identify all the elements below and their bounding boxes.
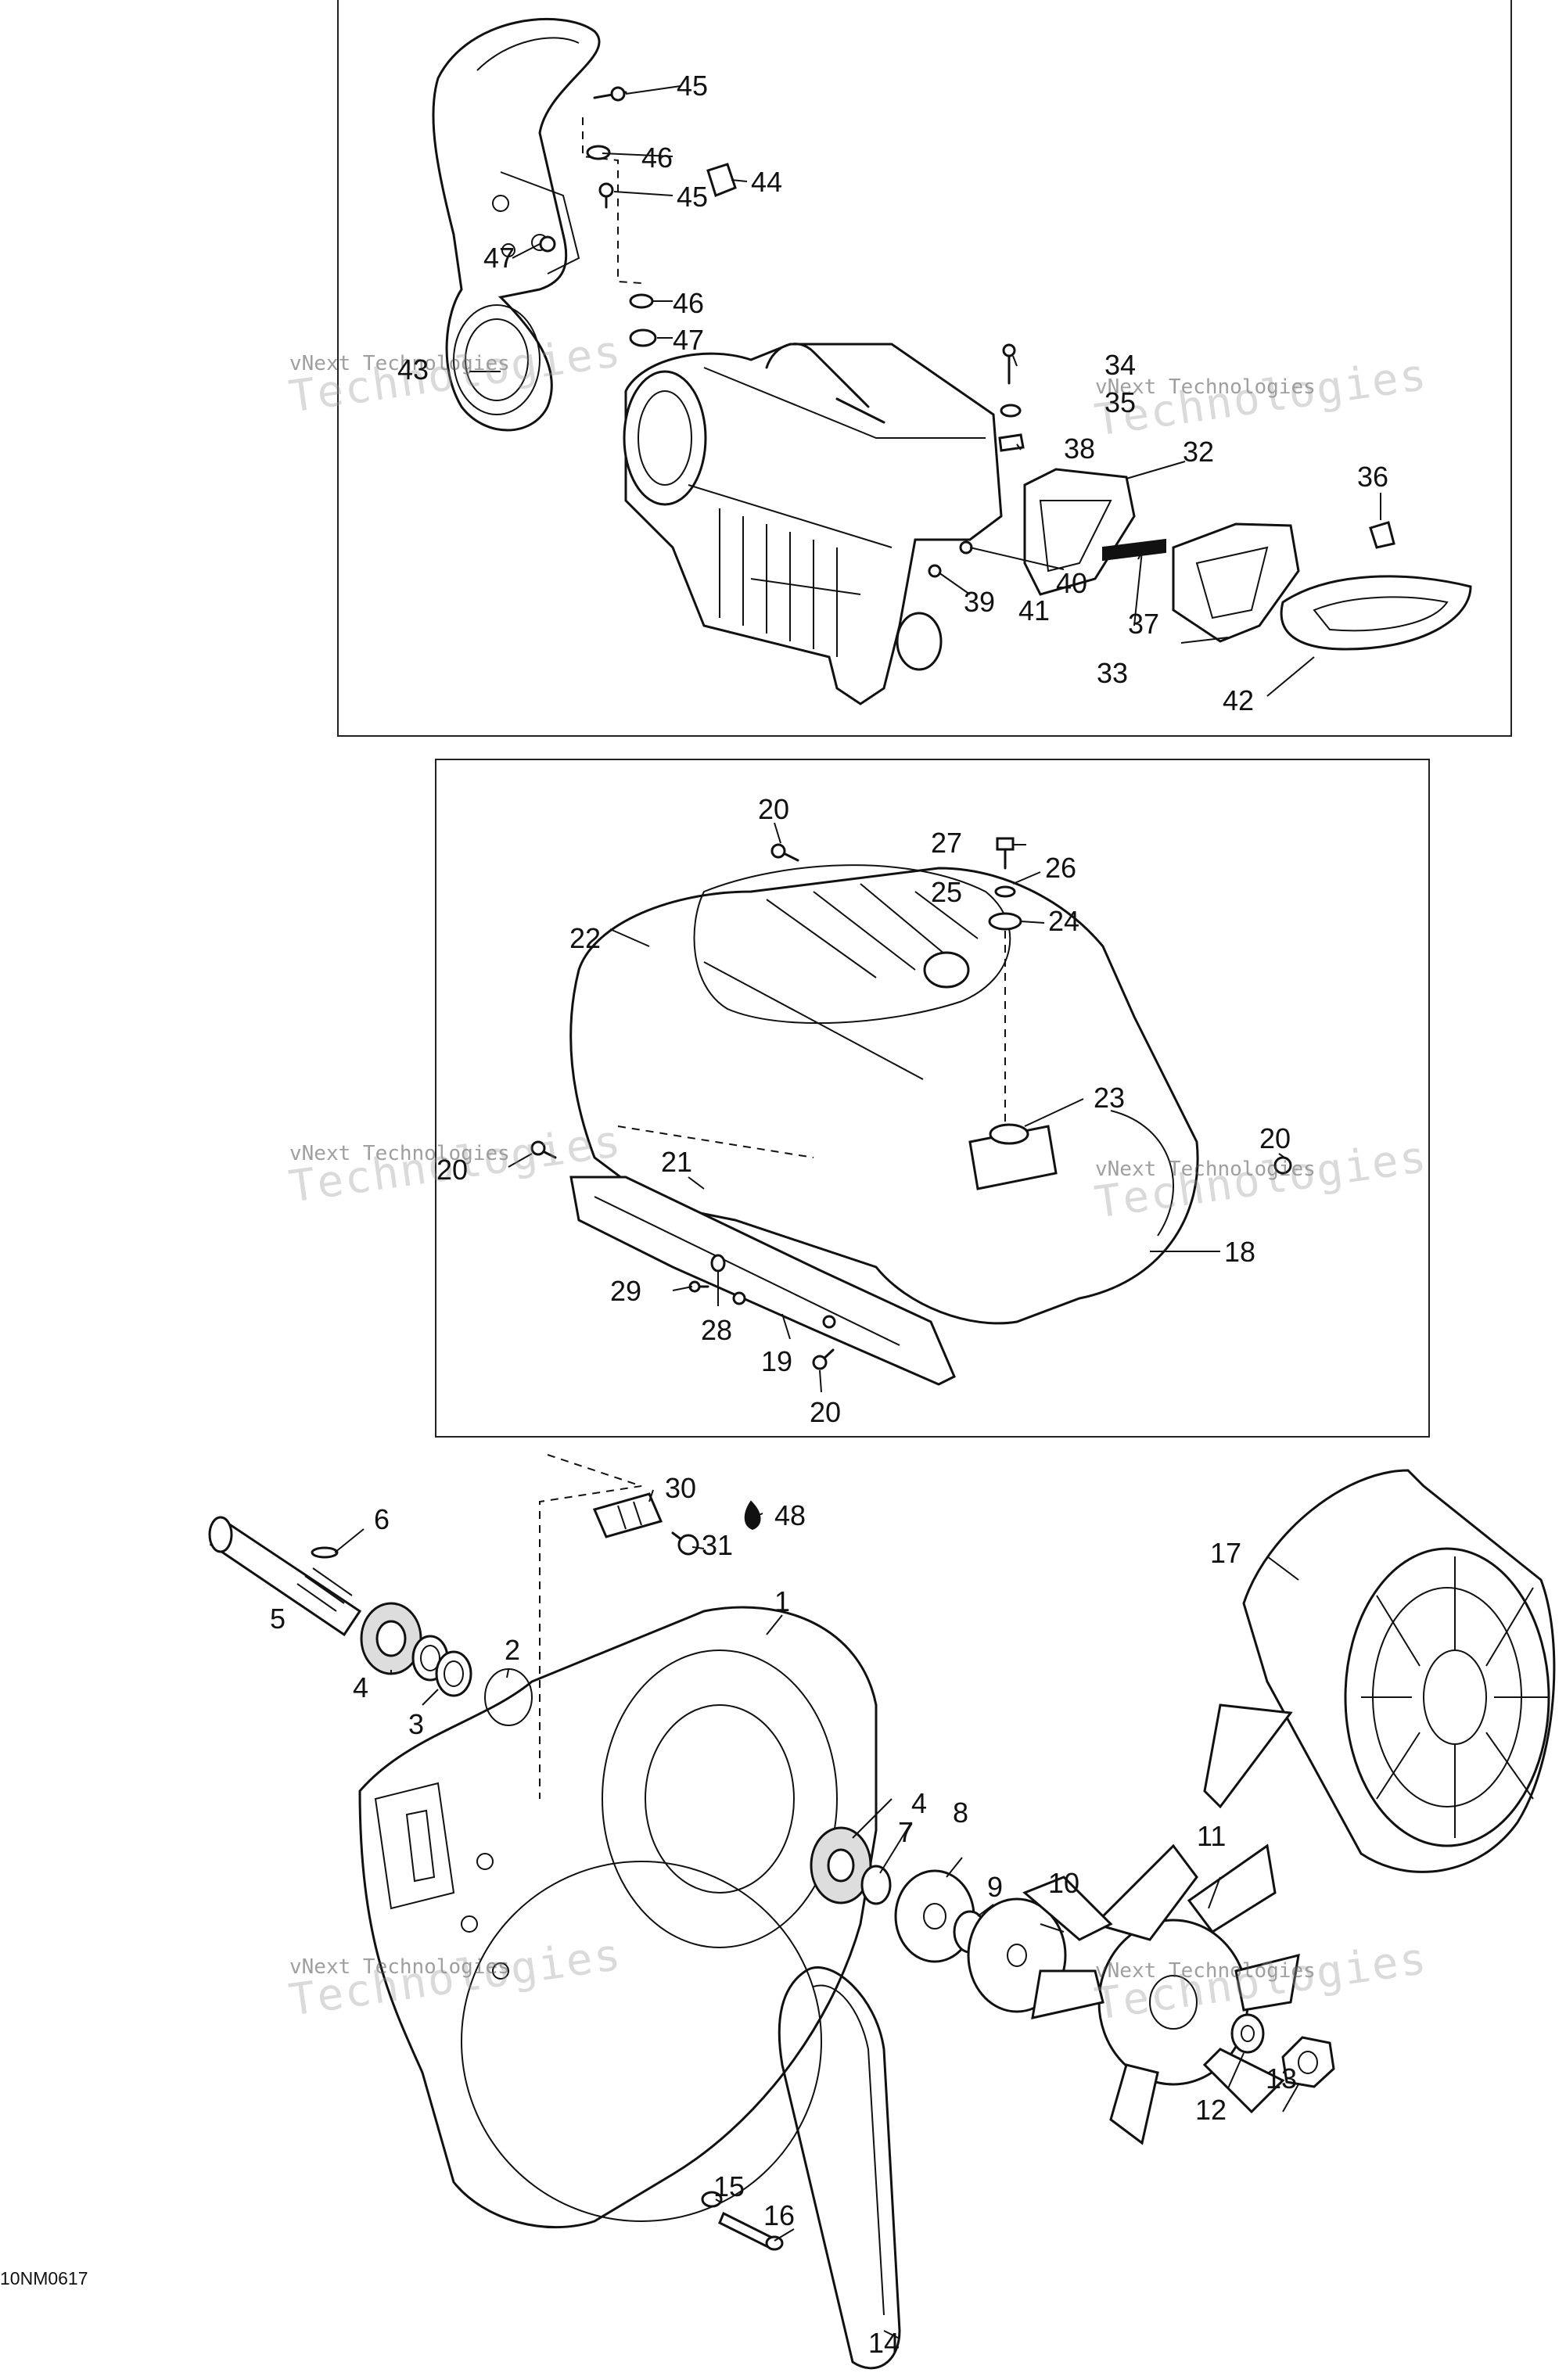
callout-20: 20 — [758, 793, 790, 825]
top-clip-hardware — [592, 1492, 761, 1556]
callout-8: 8 — [953, 1797, 969, 1829]
engine-assembly-frame — [337, 0, 1512, 737]
callout-25: 25 — [931, 876, 963, 908]
callout-10: 10 — [1048, 1867, 1080, 1899]
leader-lines — [334, 85, 1381, 2339]
callout-47: 47 — [673, 324, 705, 356]
callout-29: 29 — [610, 1275, 642, 1307]
fan-housing — [358, 1454, 878, 2229]
belt-guard-bracket — [432, 18, 601, 432]
callout-44: 44 — [751, 166, 783, 198]
callout-4: 4 — [911, 1787, 928, 1819]
callout-9: 9 — [987, 1871, 1004, 1903]
callout-38: 38 — [1064, 433, 1096, 465]
cover-hardware — [530, 837, 1292, 1370]
callout-21: 21 — [661, 1146, 693, 1178]
engine-cover — [569, 864, 1199, 1325]
callout-17: 17 — [1210, 1537, 1242, 1569]
callout-22: 22 — [569, 922, 602, 954]
lower-hardware — [701, 2191, 784, 2251]
callout-45: 45 — [677, 181, 709, 213]
callout-7: 7 — [898, 1816, 914, 1848]
callout-20: 20 — [436, 1154, 469, 1186]
callout-42: 42 — [1223, 684, 1255, 716]
callout-20: 20 — [810, 1396, 842, 1428]
callout-33: 33 — [1097, 657, 1129, 689]
callout-36: 36 — [1357, 461, 1389, 493]
callout-46: 46 — [641, 142, 673, 174]
callout-39: 39 — [964, 586, 996, 618]
callout-45: 45 — [677, 70, 709, 102]
callout-4: 4 — [353, 1671, 369, 1703]
callout-20: 20 — [1259, 1122, 1291, 1154]
callout-23: 23 — [1094, 1082, 1126, 1114]
callout-35: 35 — [1104, 386, 1137, 418]
callout-18: 18 — [1224, 1236, 1256, 1268]
fan-impeller — [1022, 1843, 1335, 2145]
cover-bracket — [569, 1176, 956, 1386]
callout-15: 15 — [713, 2170, 745, 2202]
callout-11: 11 — [1197, 1820, 1227, 1852]
callout-1: 1 — [774, 1585, 791, 1617]
callout-16: 16 — [763, 2199, 796, 2231]
hardware-top — [539, 86, 737, 347]
callout-26: 26 — [1045, 852, 1077, 884]
callout-3: 3 — [408, 1708, 425, 1740]
callout-46: 46 — [673, 287, 705, 319]
callout-14: 14 — [868, 2327, 900, 2359]
callout-27: 27 — [931, 827, 963, 859]
callout-34: 34 — [1104, 349, 1137, 381]
fan-shroud — [1203, 1469, 1556, 1873]
shaft-assembly — [208, 1516, 533, 1726]
callout-24: 24 — [1048, 905, 1080, 937]
callout-32: 32 — [1183, 436, 1215, 468]
callout-31: 31 — [702, 1529, 734, 1561]
callout-48: 48 — [774, 1499, 806, 1531]
callout-28: 28 — [701, 1314, 733, 1346]
callout-41: 41 — [1018, 594, 1051, 626]
callout-5: 5 — [270, 1603, 286, 1635]
engine-block — [623, 343, 1003, 705]
callout-12: 12 — [1195, 2094, 1227, 2126]
drive-belt — [778, 1966, 901, 2370]
engine-cover-frame — [435, 759, 1430, 1438]
callout-2: 2 — [505, 1634, 521, 1666]
callout-13: 13 — [1266, 2062, 1298, 2095]
callout-6: 6 — [374, 1503, 390, 1535]
callout-40: 40 — [1056, 567, 1088, 599]
callout-37: 37 — [1128, 608, 1160, 640]
cooling-duct-parts — [928, 343, 1472, 651]
callout-30: 30 — [665, 1472, 697, 1504]
callout-43: 43 — [397, 354, 429, 386]
callout-47: 47 — [483, 242, 515, 274]
drawing-code: 10NM0617 — [0, 2268, 88, 2288]
callout-19: 19 — [761, 1345, 793, 1377]
